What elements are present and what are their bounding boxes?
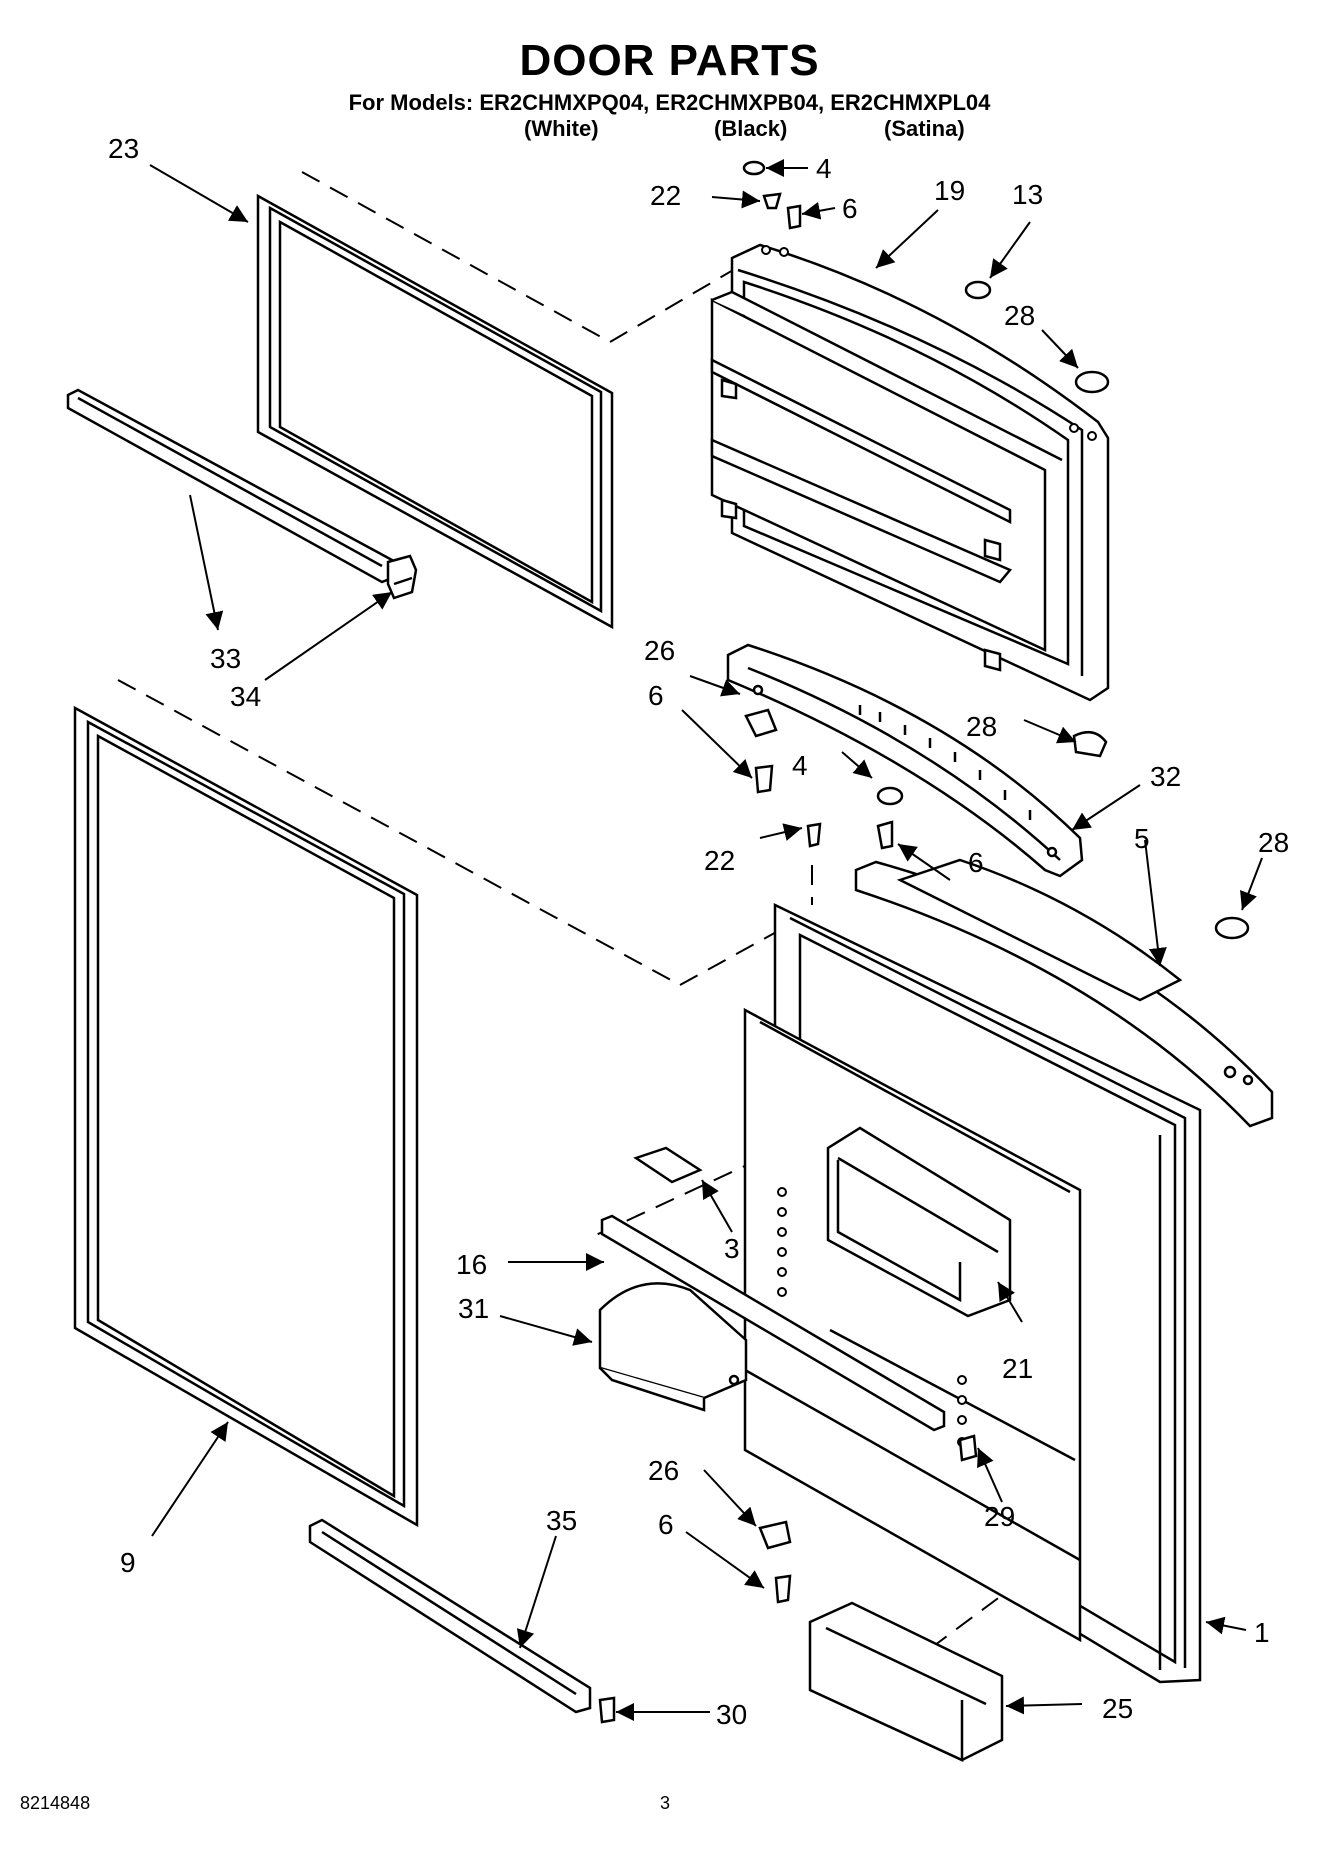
hinge-screw-middle	[754, 764, 774, 794]
callout-21: 21	[1002, 1353, 1033, 1384]
upper-door-end-cap	[854, 858, 1274, 1128]
callout-4-middle: 4	[792, 750, 808, 781]
callout-22-top: 22	[650, 180, 681, 211]
callout-28-middle: 28	[966, 711, 997, 742]
page-title: DOOR PARTS	[519, 36, 820, 85]
leader-lines	[149, 159, 1263, 1721]
callout-26-top: 26	[644, 635, 675, 666]
page-number: 3	[660, 1793, 671, 1813]
callout-19: 19	[934, 175, 965, 206]
callout-28-right: 28	[1258, 827, 1289, 858]
door-bin	[808, 1601, 1004, 1762]
hinge-screw-right	[876, 820, 894, 850]
callout-33: 33	[210, 643, 241, 674]
callout-32: 32	[1150, 761, 1181, 792]
fresh-food-door-gasket	[73, 705, 419, 1528]
callout-13: 13	[1012, 179, 1043, 210]
callout-3: 3	[724, 1233, 740, 1264]
hinge-screw-bottom	[774, 1574, 792, 1604]
variant-white: (White)	[524, 116, 599, 141]
part-number: 8214848	[20, 1793, 91, 1813]
callout-31: 31	[458, 1293, 489, 1324]
callout-22-middle: 22	[704, 845, 735, 876]
hinge-screw-top	[786, 204, 802, 230]
hinge-pin-middle	[806, 822, 822, 848]
freezer-door-gasket	[256, 193, 614, 630]
bottom-door-trim	[308, 1518, 592, 1714]
dairy-compartment	[826, 1126, 1012, 1318]
callout-6-middle: 6	[648, 680, 664, 711]
callout-28-top: 28	[1004, 300, 1035, 331]
callout-6-top: 6	[842, 193, 858, 224]
callout-5: 5	[1134, 823, 1150, 854]
callout-23: 23	[108, 133, 139, 164]
callout-26-bottom: 26	[648, 1455, 679, 1486]
hinge-plug-middle	[876, 786, 904, 806]
freezer-door-trim	[66, 388, 394, 584]
hinge-holes-top	[761, 245, 1097, 441]
shelf-rail	[600, 1214, 946, 1432]
freezer-door-bottom-rail	[726, 643, 1084, 878]
hinge-hardware	[742, 160, 1250, 1604]
variant-black: (Black)	[714, 116, 788, 141]
o-ring	[964, 280, 992, 300]
callout-6-bottom: 6	[658, 1509, 674, 1540]
butter-door	[598, 1282, 748, 1412]
models-line: For Models: ER2CHMXPQ04, ER2CHMXPB04, ER…	[348, 90, 991, 115]
callout-25: 25	[1102, 1693, 1133, 1724]
callout-16: 16	[456, 1249, 487, 1280]
lower-hinge-upper	[744, 708, 778, 738]
callout-30: 30	[716, 1699, 747, 1730]
bottom-trim-end-cap	[598, 1696, 616, 1724]
callout-labels: 23 4 22 6 19 13 28 33 34 26 6 28 4 32 22…	[108, 133, 1289, 1730]
callout-6-right: 6	[968, 847, 984, 878]
callout-29: 29	[984, 1501, 1015, 1532]
lower-hinge-bracket	[758, 1520, 792, 1550]
callout-9: 9	[120, 1547, 136, 1578]
shelf-pad	[633, 1146, 703, 1184]
shelf-clip	[958, 1434, 978, 1462]
hinge-pin-top	[762, 192, 782, 210]
freezer-door-liner	[710, 243, 1110, 702]
door-stop-spare	[1214, 916, 1250, 940]
door-stop-top	[1074, 370, 1110, 394]
hinge-plug-top	[742, 160, 766, 176]
callout-1: 1	[1254, 1617, 1270, 1648]
door-stop-middle	[1072, 730, 1108, 758]
callout-4-top: 4	[816, 153, 832, 184]
trim-end-cap	[386, 554, 418, 600]
callout-34: 34	[230, 681, 261, 712]
variant-satina: (Satina)	[884, 116, 965, 141]
callout-35: 35	[546, 1505, 577, 1536]
